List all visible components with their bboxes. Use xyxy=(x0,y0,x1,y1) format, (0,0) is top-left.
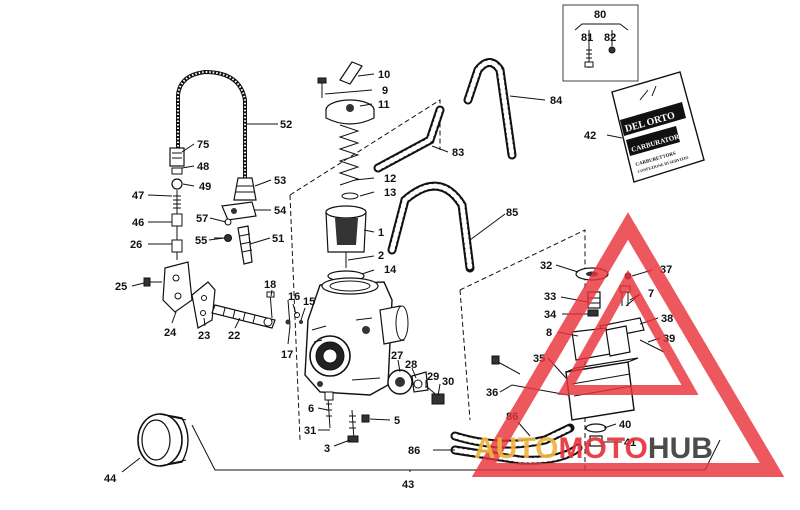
callout-80: 80 xyxy=(594,9,606,21)
callout-11: 11 xyxy=(378,99,390,111)
callout-9: 9 xyxy=(382,85,388,97)
callout-75: 75 xyxy=(197,139,209,151)
callout-85: 85 xyxy=(506,207,518,219)
watermark-triangle xyxy=(471,212,785,477)
watermark-moto: MOTO xyxy=(558,432,647,465)
callout-24: 24 xyxy=(164,327,177,339)
callout-41: 41 xyxy=(624,437,636,449)
callout-28: 28 xyxy=(405,359,417,371)
intake-rubber-44 xyxy=(137,413,189,467)
callout-44: 44 xyxy=(104,473,117,485)
small-parts-54-57-55-51 xyxy=(214,201,257,265)
kit-80-group xyxy=(562,4,639,82)
cable-52 xyxy=(176,69,257,201)
callout-2: 2 xyxy=(378,250,384,262)
callout-55: 55 xyxy=(195,235,207,247)
callout-86-lower: 86 xyxy=(408,445,420,457)
callout-46: 46 xyxy=(132,217,144,229)
hose-84 xyxy=(463,58,517,160)
jets-6-31-5-3 xyxy=(324,391,370,443)
callout-8: 8 xyxy=(546,327,552,339)
callout-40: 40 xyxy=(619,419,631,431)
callout-25: 25 xyxy=(115,281,127,293)
callout-43: 43 xyxy=(402,479,414,491)
callout-17: 17 xyxy=(281,349,293,361)
callout-84: 84 xyxy=(550,95,563,107)
callout-49: 49 xyxy=(199,181,211,193)
callout-22: 22 xyxy=(228,330,240,342)
callout-81: 81 xyxy=(581,32,593,44)
automotohub-watermark: AUTOMOTOHUB xyxy=(471,212,785,477)
callout-54: 54 xyxy=(274,205,287,217)
callout-83: 83 xyxy=(452,147,464,159)
callout-18: 18 xyxy=(264,279,276,291)
callout-47: 47 xyxy=(132,190,144,202)
callout-30: 30 xyxy=(442,376,454,388)
throttle-assembly xyxy=(317,61,375,282)
callout-5: 5 xyxy=(394,415,400,427)
watermark-auto: AUTO xyxy=(474,432,558,465)
callout-34: 34 xyxy=(544,309,557,321)
callout-52: 52 xyxy=(280,119,292,131)
callout-labels: 80 81 82 10 9 11 52 84 42 83 75 48 49 47… xyxy=(104,9,675,491)
callout-82: 82 xyxy=(604,32,616,44)
callout-15: 15 xyxy=(303,296,315,308)
callout-38: 38 xyxy=(661,313,673,325)
callout-3: 3 xyxy=(324,443,330,455)
cable-adjuster-stack xyxy=(143,147,193,313)
callout-27: 27 xyxy=(391,350,403,362)
callout-57: 57 xyxy=(196,213,208,225)
callout-53: 53 xyxy=(274,175,286,187)
callout-29: 29 xyxy=(427,371,439,383)
callout-36: 36 xyxy=(486,387,498,399)
callout-7: 7 xyxy=(648,288,654,300)
callout-14: 14 xyxy=(384,264,397,276)
small-parts-18-15 xyxy=(266,291,303,327)
callout-13: 13 xyxy=(384,187,396,199)
callout-16: 16 xyxy=(288,291,300,303)
callout-33: 33 xyxy=(544,291,556,303)
hose-83 xyxy=(373,105,445,173)
callout-51: 51 xyxy=(272,233,284,245)
carburetor-body xyxy=(304,277,409,396)
callout-42: 42 xyxy=(584,130,596,142)
callout-1: 1 xyxy=(378,227,384,239)
service-bag-42: DEL ORTO CARBURATORI CARBURETTORS CONFEZ… xyxy=(611,71,705,183)
plate-23 xyxy=(191,281,216,329)
callout-6: 6 xyxy=(308,403,314,415)
callout-31: 31 xyxy=(304,425,316,437)
callout-48: 48 xyxy=(197,161,209,173)
watermark-hub: HUB xyxy=(648,432,713,465)
bracket-43 xyxy=(191,424,721,471)
svg-text:AUTOMOTOHUB: AUTOMOTOHUB xyxy=(474,432,713,465)
hose-85 xyxy=(387,181,475,273)
callout-12: 12 xyxy=(384,173,396,185)
callout-10: 10 xyxy=(378,69,390,81)
callout-23: 23 xyxy=(198,330,210,342)
callout-26: 26 xyxy=(130,239,142,251)
screw-22 xyxy=(211,304,276,329)
callout-32: 32 xyxy=(540,260,552,272)
